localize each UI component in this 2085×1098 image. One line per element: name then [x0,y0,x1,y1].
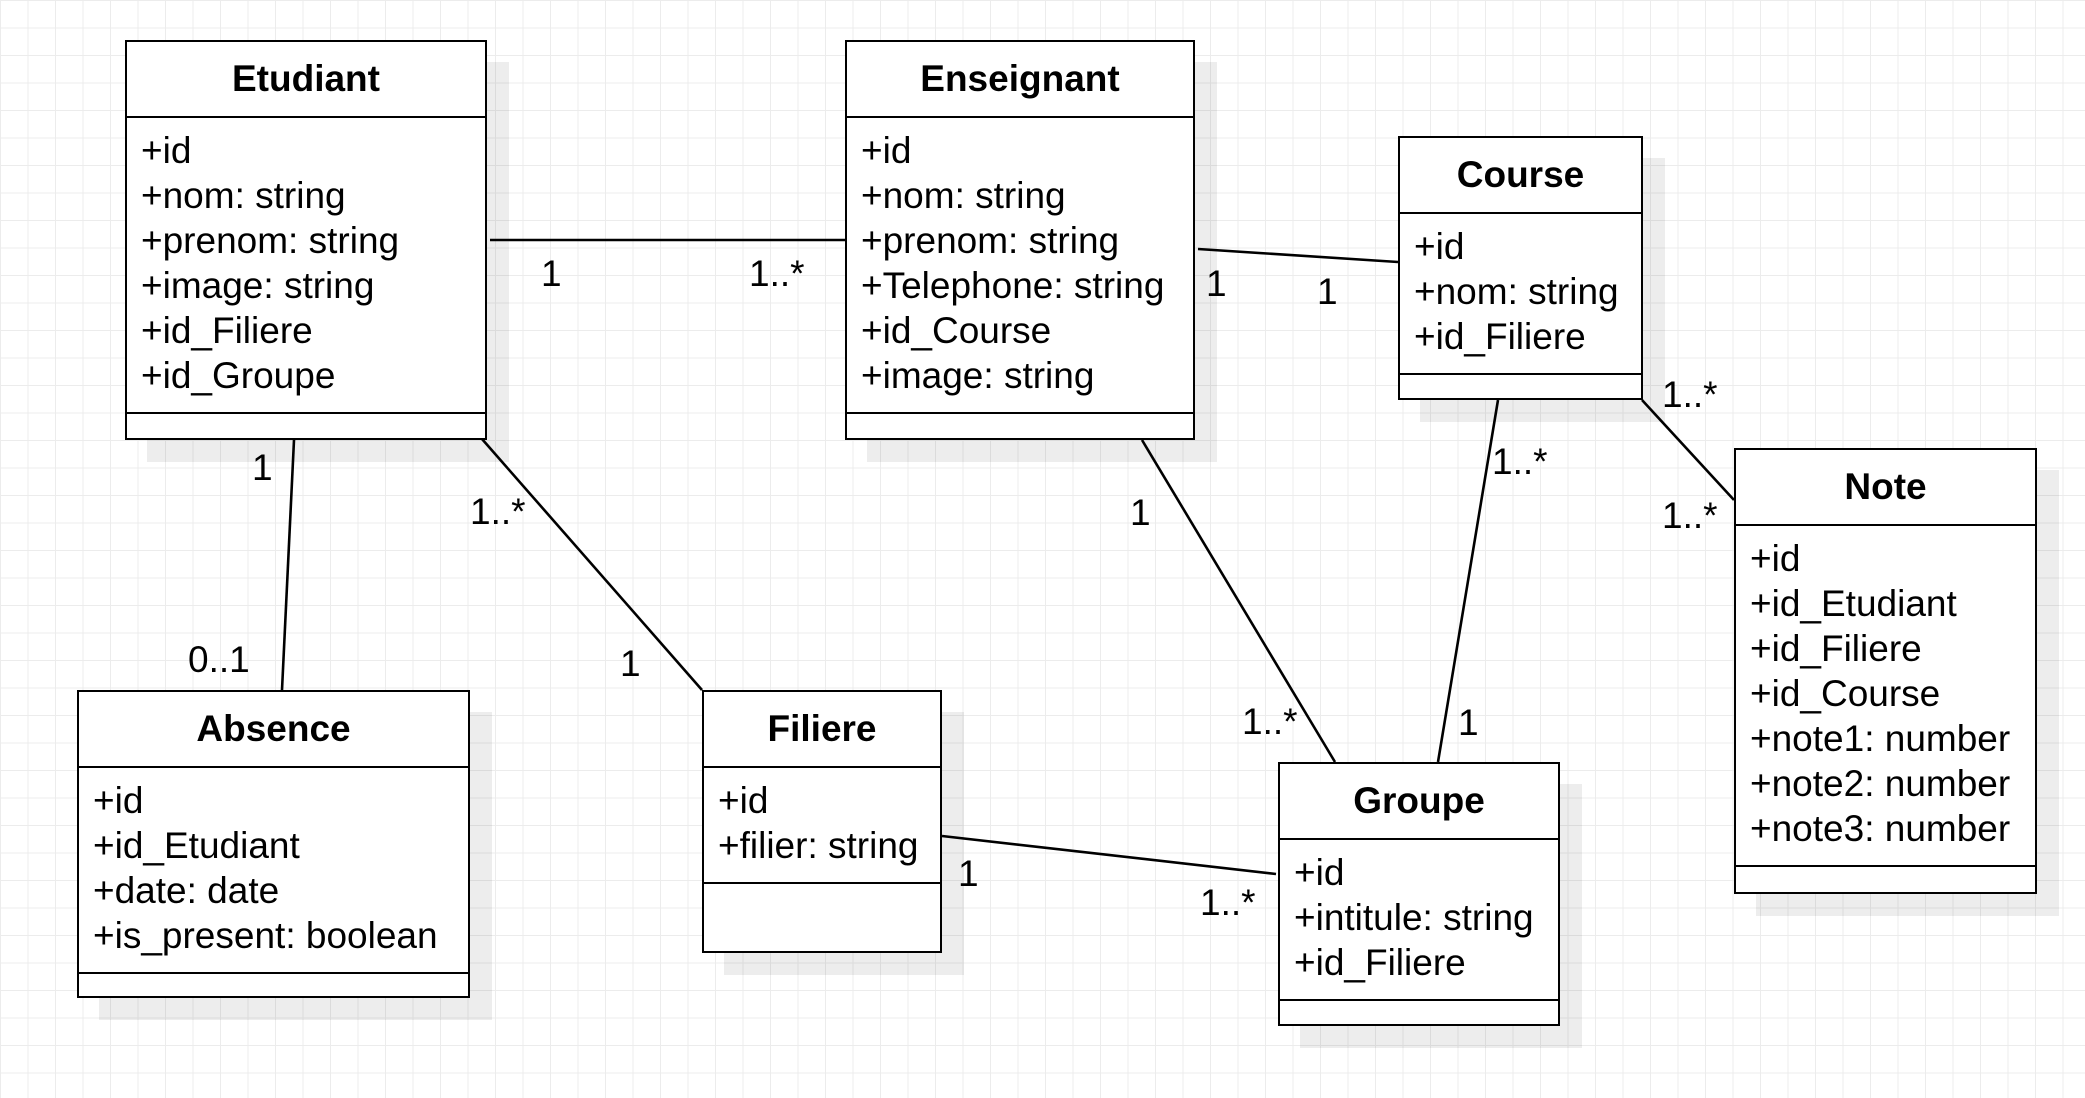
association-enseignant-course [1197,247,1399,264]
class-course[interactable]: Course +id +nom: string +id_Filiere [1398,136,1643,400]
attribute: +nom: string [141,175,346,216]
method-compartment [127,414,485,438]
attribute: +id_Etudiant [1750,583,1957,624]
class-etudiant[interactable]: Etudiant +id +nom: string +prenom: strin… [125,40,487,440]
attribute: +note3: number [1750,808,2011,849]
attribute: +id [1294,852,1345,893]
attribute: +is_present: boolean [93,915,438,956]
multiplicity-label: 1 [958,853,979,894]
multiplicity-label: 1 [1206,263,1227,304]
attribute: +id [141,130,192,171]
attribute: +intitule: string [1294,897,1534,938]
multiplicity-label: 1 [620,643,641,684]
multiplicity-label: 1..* [1242,701,1298,742]
multiplicity-label: 1..* [1662,495,1718,536]
attribute: +nom: string [861,175,1066,216]
attribute: +id_Etudiant [93,825,300,866]
attribute: +id [861,130,912,171]
attribute: +id_Course [1750,673,1941,714]
attribute-list: +id +nom: string +prenom: string +image:… [127,118,485,414]
association-course-groupe [1436,399,1500,763]
method-compartment [79,974,468,996]
attribute: +id [1414,226,1465,267]
attribute-list: +id +id_Etudiant +id_Filiere +id_Course … [1736,526,2035,867]
attribute: +note2: number [1750,763,2011,804]
method-compartment [847,414,1193,438]
attribute-list: +id +nom: string +id_Filiere [1400,214,1641,375]
attribute: +prenom: string [141,220,400,261]
attribute: +id_Filiere [1414,316,1586,357]
method-compartment [1736,867,2035,892]
method-compartment [704,884,940,951]
multiplicity-label: 0..1 [188,639,250,680]
multiplicity-label: 1 [1130,492,1151,533]
attribute: +Telephone: string [861,265,1165,306]
attribute: +id_Filiere [1750,628,1922,669]
attribute: +filier: string [718,825,919,866]
class-name: Absence [79,692,468,768]
attribute: +id [718,780,769,821]
class-name: Note [1736,450,2035,526]
attribute-list: +id +id_Etudiant +date: date +is_present… [79,768,468,974]
attribute-list: +id +nom: string +prenom: string +Teleph… [847,118,1193,414]
class-name: Filiere [704,692,940,768]
attribute: +id_Groupe [141,355,336,396]
attribute: +note1: number [1750,718,2011,759]
multiplicity-label: 1..* [470,491,526,532]
class-name: Course [1400,138,1641,214]
association-course-note [1641,399,1735,501]
attribute: +date: date [93,870,280,911]
attribute: +id_Filiere [1294,942,1466,983]
method-compartment [1280,1001,1558,1024]
multiplicity-label: 1..* [1492,441,1548,482]
class-name: Etudiant [127,42,485,118]
association-etudiant-absence [280,439,296,691]
attribute: +prenom: string [861,220,1120,261]
multiplicity-label: 1..* [749,253,805,294]
multiplicity-label: 1 [541,253,562,294]
attribute: +image: string [861,355,1095,396]
method-compartment [1400,375,1641,398]
association-enseignant-groupe [1140,439,1337,763]
attribute: +id [1750,538,1801,579]
multiplicity-label: 1 [1317,271,1338,312]
class-note[interactable]: Note +id +id_Etudiant +id_Filiere +id_Co… [1734,448,2037,894]
attribute: +id [93,780,144,821]
attribute: +id_Filiere [141,310,313,351]
attribute-list: +id +intitule: string +id_Filiere [1280,840,1558,1001]
class-enseignant[interactable]: Enseignant +id +nom: string +prenom: str… [845,40,1195,440]
class-name: Enseignant [847,42,1193,118]
attribute: +id_Course [861,310,1052,351]
attribute: +nom: string [1414,271,1619,312]
association-filiere-groupe [941,834,1277,876]
multiplicity-label: 1..* [1662,374,1718,415]
multiplicity-label: 1..* [1200,882,1256,923]
multiplicity-label: 1 [1458,702,1479,743]
class-filiere[interactable]: Filiere +id +filier: string [702,690,942,953]
class-name: Groupe [1280,764,1558,840]
multiplicity-label: 1 [252,447,273,488]
class-groupe[interactable]: Groupe +id +intitule: string +id_Filiere [1278,762,1560,1026]
attribute: +image: string [141,265,375,306]
association-etudiant-filiere [481,438,703,691]
class-absence[interactable]: Absence +id +id_Etudiant +date: date +is… [77,690,470,998]
attribute-list: +id +filier: string [704,768,940,884]
